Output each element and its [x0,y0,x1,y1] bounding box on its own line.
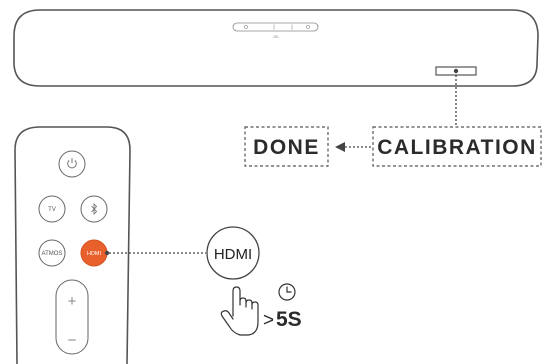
hdmi-callout: HDMI [206,226,260,280]
volume-up-label: + [68,293,77,310]
done-label: DONE [244,126,329,167]
tv-button-label: TV [48,207,56,213]
bluetooth-button[interactable] [80,195,108,223]
remote-control: TV ATMOS HDMI + − [14,126,131,364]
power-button[interactable] [58,150,86,178]
clock-icon [278,283,296,301]
calibration-label: CALIBRATION [372,126,542,167]
atmos-button-label: ATMOS [42,251,63,257]
atmos-button[interactable]: ATMOS [38,239,66,267]
volume-down-label: − [68,332,77,349]
hdmi-callout-label: HDMI [214,246,252,263]
power-icon [67,158,77,169]
display-dot [453,68,459,74]
press-duration-prefix: > [263,310,274,331]
hdmi-button[interactable]: HDMI [80,239,108,267]
hdmi-connector [104,250,206,256]
press-duration: > 5S [263,308,302,331]
soundbar-top-buttons [232,22,319,32]
press-duration-value: 5S [276,308,302,331]
calibration-text: CALIBRATION [377,136,537,159]
tv-button[interactable]: TV [38,195,66,223]
arrow-left-icon [335,142,371,152]
soundbar-brand: JBL [273,34,281,39]
hdmi-button-label: HDMI [87,251,102,257]
hand-pointer-icon [220,286,259,336]
done-text: DONE [253,136,320,159]
soundbar: JBL [13,9,539,87]
bluetooth-icon [91,203,98,215]
volume-rocker[interactable]: + − [55,279,89,355]
